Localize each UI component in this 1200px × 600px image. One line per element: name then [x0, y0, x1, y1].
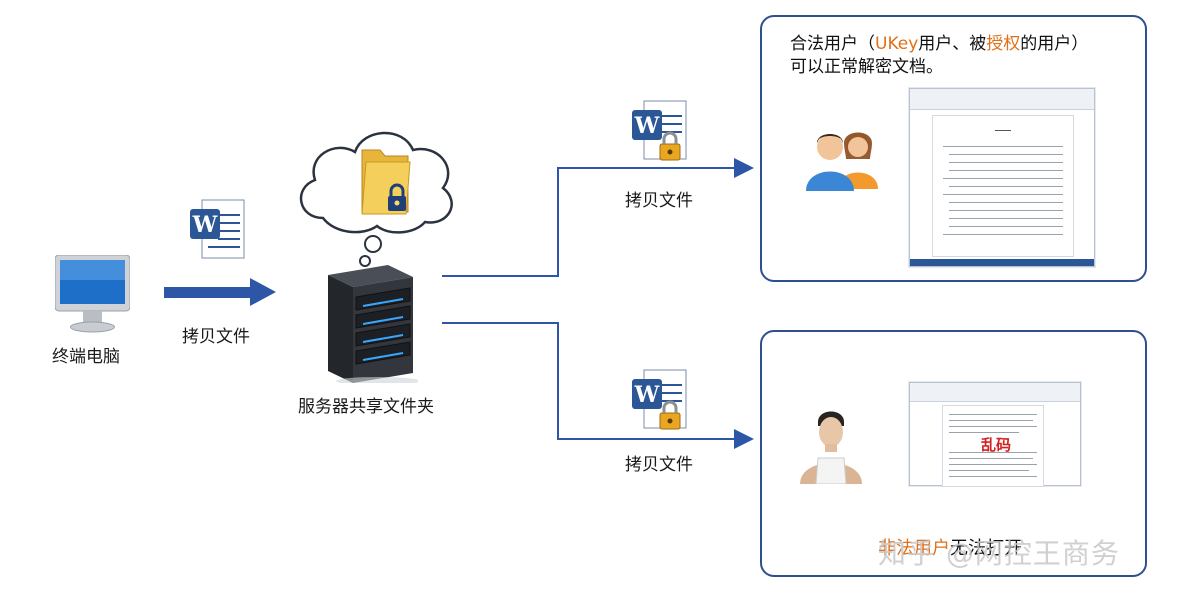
document-page-2: 乱码: [942, 405, 1044, 487]
caption-cannot-open: 无法打开: [950, 538, 1022, 559]
locked-word-document-icon-2: W: [630, 367, 688, 433]
readable-document-screenshot: [909, 88, 1095, 267]
person-icon: [800, 408, 862, 485]
edge-label-copy-to-legal: 拷贝文件: [625, 191, 693, 211]
caption-text-2: 用户、被: [918, 34, 987, 54]
watermark-text: 知乎 @网控王商务: [878, 537, 1120, 570]
caption-line-2: 可以正常解密文档。: [790, 57, 943, 77]
svg-text:W: W: [634, 382, 660, 408]
edge-label-copy-to-server: 拷贝文件: [182, 327, 250, 347]
illegal-user-panel: 乱码 非法用户无法打开: [760, 330, 1147, 577]
connector-server-to-illegal: [442, 322, 754, 449]
edge-label-copy-to-illegal: 拷贝文件: [625, 455, 693, 475]
legal-user-caption: 合法用户（UKey用户、被授权的用户） 可以正常解密文档。: [790, 33, 1088, 79]
svg-text:W: W: [192, 212, 218, 238]
document-page: [932, 115, 1074, 257]
svg-text:W: W: [634, 113, 660, 139]
monitor-icon: [54, 254, 131, 335]
word-statusbar: [910, 259, 1094, 266]
garbled-document-screenshot: 乱码: [909, 382, 1081, 487]
caption-authorized: 授权: [986, 34, 1021, 54]
arrow-terminal-to-server: [164, 278, 276, 306]
connector-server-to-legal: [442, 158, 754, 277]
legal-user-panel: 合法用户（UKey用户、被授权的用户） 可以正常解密文档。: [760, 15, 1147, 282]
caption-text-3: 的用户）: [1020, 34, 1089, 54]
word-ribbon: [910, 89, 1094, 110]
illegal-user-caption: 非法用户无法打开: [878, 537, 1022, 560]
caption-ukey: UKey: [875, 34, 919, 54]
server-label: 服务器共享文件夹: [298, 397, 434, 417]
word-document-icon: W: [188, 197, 246, 261]
users-icon: [806, 127, 884, 191]
terminal-label: 终端电脑: [52, 347, 120, 367]
word-ribbon-2: [910, 383, 1080, 402]
locked-folder-icon: [358, 140, 413, 220]
locked-word-document-icon: W: [630, 98, 688, 164]
garbled-text-label: 乱码: [981, 436, 1012, 454]
caption-illegal-user: 非法用户: [878, 538, 950, 559]
caption-text-1: 合法用户（: [790, 34, 875, 54]
server-icon: [318, 265, 420, 385]
